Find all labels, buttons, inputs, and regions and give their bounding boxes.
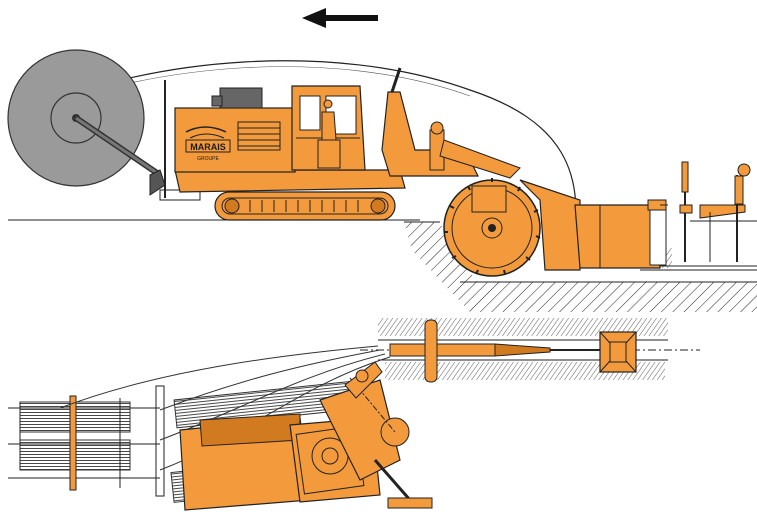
articulation-arm-plan [344,361,433,509]
operator-cab [291,85,366,171]
direction-arrow-icon [302,8,378,28]
trenching-wheel [443,178,541,277]
rear-seat [679,161,751,262]
brand-logo: MARAIS GROUPE [185,126,231,162]
side-view: MARAIS GROUPE [7,49,757,312]
brand-logo-text: MARAIS [190,142,226,152]
crawler-track [214,191,396,221]
cable-reel [7,49,166,196]
trench-plan [360,318,700,383]
chassis [174,169,406,193]
boom-arm [381,91,521,179]
cable-line [39,60,661,269]
wheel-housing [471,179,581,271]
brand-logo-subtext: GROUPE [197,156,219,162]
machine-body-plan [179,377,410,511]
top-view [8,318,700,511]
engine-housing [174,87,296,173]
cable-chute [574,199,668,269]
cable-reels-plan [8,385,165,497]
